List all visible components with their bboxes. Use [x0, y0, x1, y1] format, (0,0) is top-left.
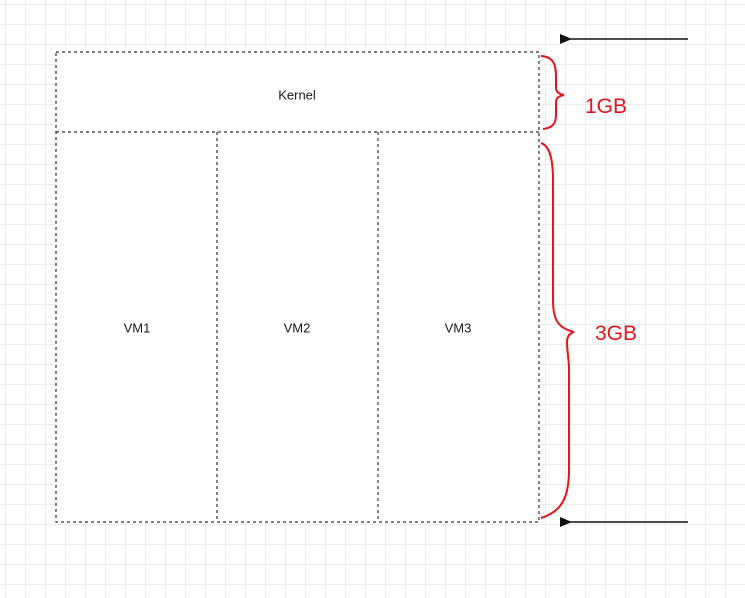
vm2-label: VM2 — [283, 320, 311, 336]
memory-outline-box — [55, 51, 540, 523]
brace-bottom — [540, 142, 575, 519]
vm3-label: VM3 — [444, 320, 472, 336]
vm1-label: VM1 — [123, 320, 151, 336]
brace-top — [540, 55, 565, 130]
kernel-label: Kernel — [278, 87, 316, 103]
brace-bottom-label: 3GB — [595, 322, 638, 345]
brace-top-label: 1GB — [585, 95, 628, 118]
